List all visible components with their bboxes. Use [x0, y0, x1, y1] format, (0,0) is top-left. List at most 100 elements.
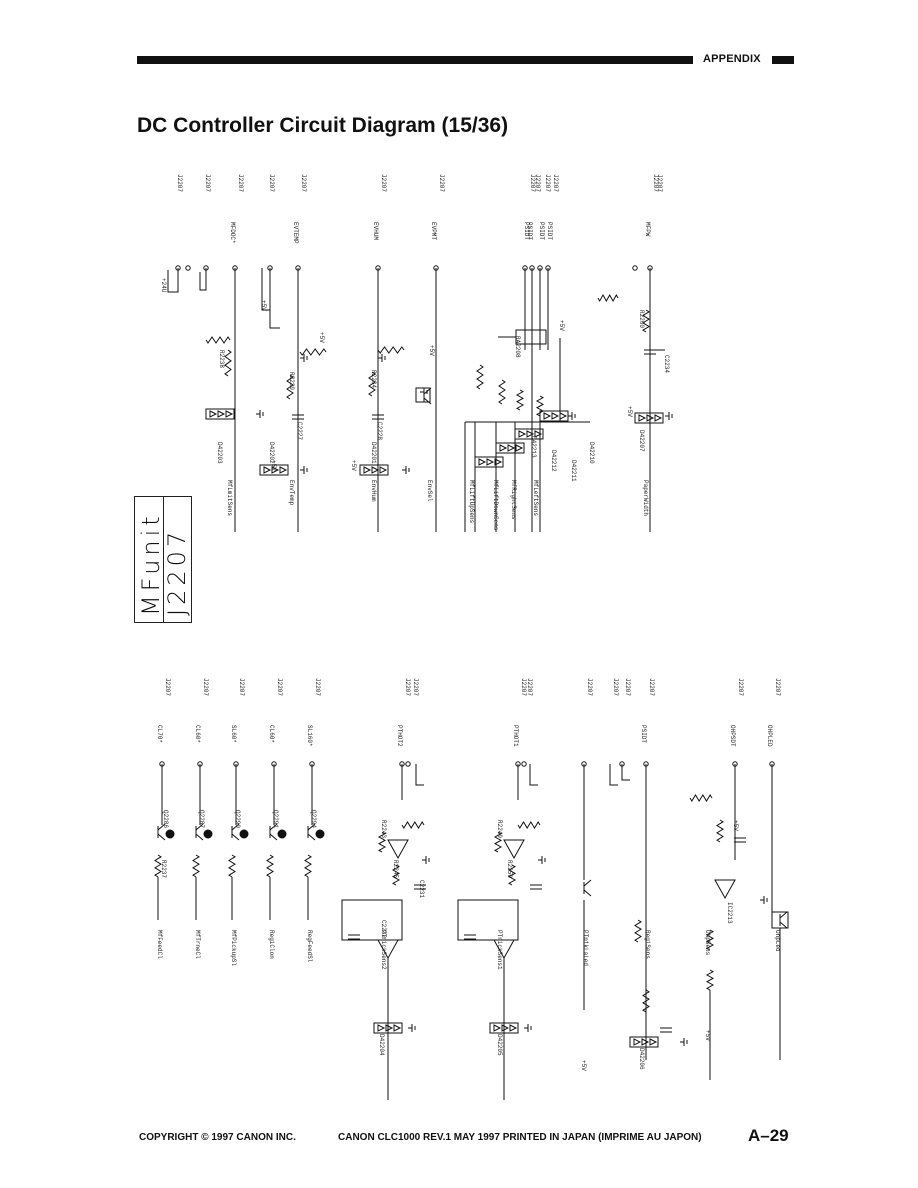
- transistor: [195, 833, 204, 841]
- wire: [609, 764, 618, 786]
- component-designator: D42213: [530, 436, 537, 458]
- upper-input-name: MfRightSens: [510, 480, 517, 520]
- power-rail: +5V: [270, 460, 277, 471]
- lower-signal-connector: J2207: [276, 678, 283, 696]
- upper-signal-name: PSIDT: [538, 222, 545, 240]
- lower-input-name: PTnickSens2: [380, 930, 387, 970]
- lower-signal-connector: J2207: [737, 678, 744, 696]
- lower-signal-connector: J2207: [624, 678, 631, 696]
- power-rail: +5V: [428, 345, 435, 356]
- section-label: APPENDIX: [703, 53, 761, 65]
- resistor: [642, 989, 650, 1013]
- upper-signal-connector: J2207: [237, 174, 244, 192]
- diode: [534, 430, 543, 438]
- resistor: [498, 379, 506, 405]
- unit-label-box: MFunit J2207: [134, 496, 192, 623]
- diode: [515, 444, 524, 452]
- diode: [209, 410, 218, 418]
- lower-input-name: MfPickupSl: [230, 930, 237, 966]
- power-bracket: [167, 268, 179, 293]
- lower-input-name: OhpLed: [774, 930, 781, 952]
- resistor: [476, 364, 484, 390]
- lower-input-name: MfTrneCl: [194, 930, 201, 959]
- lower-input-name: OhpSens: [704, 930, 711, 956]
- wire: [529, 764, 538, 786]
- component-designator: D42203: [216, 442, 223, 464]
- component-designator: Q2290: [234, 810, 241, 828]
- opamp: [714, 879, 736, 900]
- diode: [499, 444, 508, 452]
- resistor: [377, 831, 387, 853]
- power-bracket: [269, 268, 280, 329]
- lower-signal-connector: J2207: [586, 678, 593, 696]
- resistor: [705, 929, 715, 951]
- power-rail: +5V: [318, 332, 325, 343]
- upper-signal-name: MFPW: [644, 222, 651, 237]
- resistor: [368, 371, 376, 397]
- diode: [279, 466, 288, 474]
- transistor: [157, 833, 166, 841]
- lower-circuit: [154, 761, 789, 1100]
- lower-signal-name: SL60*: [230, 725, 237, 743]
- lower-input-name: RegFeedSl: [306, 930, 313, 963]
- lower-signal-name: PSIDT: [640, 725, 647, 743]
- lower-signal-connector: J2207: [520, 678, 527, 696]
- diode-array: [205, 408, 235, 420]
- diode: [633, 1038, 642, 1046]
- diode: [649, 1038, 658, 1046]
- page-number: A–29: [748, 1126, 789, 1145]
- lower-input-name: PTn1kLaLed: [582, 930, 589, 966]
- diode: [501, 1024, 510, 1032]
- diode: [363, 466, 372, 474]
- transistor: [423, 397, 432, 405]
- component-designator: R2245: [392, 860, 399, 878]
- component-designator: Q2286: [162, 810, 169, 828]
- power-rail: +5V: [704, 1030, 711, 1041]
- upper-signal-name: PSIDT: [546, 222, 553, 240]
- component-designator: R2238: [218, 350, 225, 368]
- resistor: [228, 854, 236, 878]
- upper-input-name: PaperWidth: [642, 480, 649, 516]
- component-designator: R2250: [506, 860, 513, 878]
- upper-signal-connector: J2207: [176, 174, 183, 192]
- diode: [493, 1024, 502, 1032]
- power-rail: +5V: [350, 460, 357, 471]
- diode: [379, 466, 388, 474]
- power-rail: +5V: [260, 300, 267, 311]
- diode: [654, 414, 663, 422]
- diode: [478, 458, 487, 466]
- component-designator: C2232: [380, 920, 387, 938]
- component-designator: R2239: [288, 372, 295, 390]
- feedback-loop: [341, 899, 403, 941]
- lower-signal-connector: J2207: [238, 678, 245, 696]
- lower-signal-connector: J2207: [526, 678, 533, 696]
- resistor: [535, 395, 545, 417]
- lower-signal-name: OHPSDT: [729, 725, 736, 747]
- diode: [217, 410, 226, 418]
- upper-circuit: [167, 265, 673, 532]
- transistor: [269, 833, 278, 841]
- transistor: [307, 833, 316, 841]
- component-designator: C2231: [418, 880, 425, 898]
- transistor-emitter: [315, 829, 325, 839]
- page-title: DC Controller Circuit Diagram (15/36): [137, 114, 509, 137]
- component-designator: D42206: [638, 1048, 645, 1070]
- resistor: [192, 854, 200, 878]
- opamp: [377, 939, 399, 960]
- power-rail: +24U: [160, 278, 167, 293]
- transistor: [583, 879, 592, 887]
- component-designator: Q2291: [272, 810, 279, 828]
- schematic-drawing: MFDOC*J2207EVTEMPJ2207EVHUMJ2207EVPMTJ22…: [154, 174, 789, 1100]
- resistor: [515, 389, 525, 411]
- upper-input-name: EnvTemp: [288, 480, 295, 506]
- upper-signal-name: PSIDT: [526, 222, 533, 240]
- wire: [415, 764, 424, 786]
- upper-signal-connector: J2207: [529, 174, 536, 192]
- diode: [526, 430, 535, 438]
- diode: [393, 1024, 402, 1032]
- upper-input-name: EnvSel: [426, 480, 433, 502]
- transistor: [779, 921, 788, 929]
- transistor-emitter: [165, 829, 175, 839]
- power-rail: +5V: [732, 820, 739, 831]
- transistor-emitter: [277, 829, 287, 839]
